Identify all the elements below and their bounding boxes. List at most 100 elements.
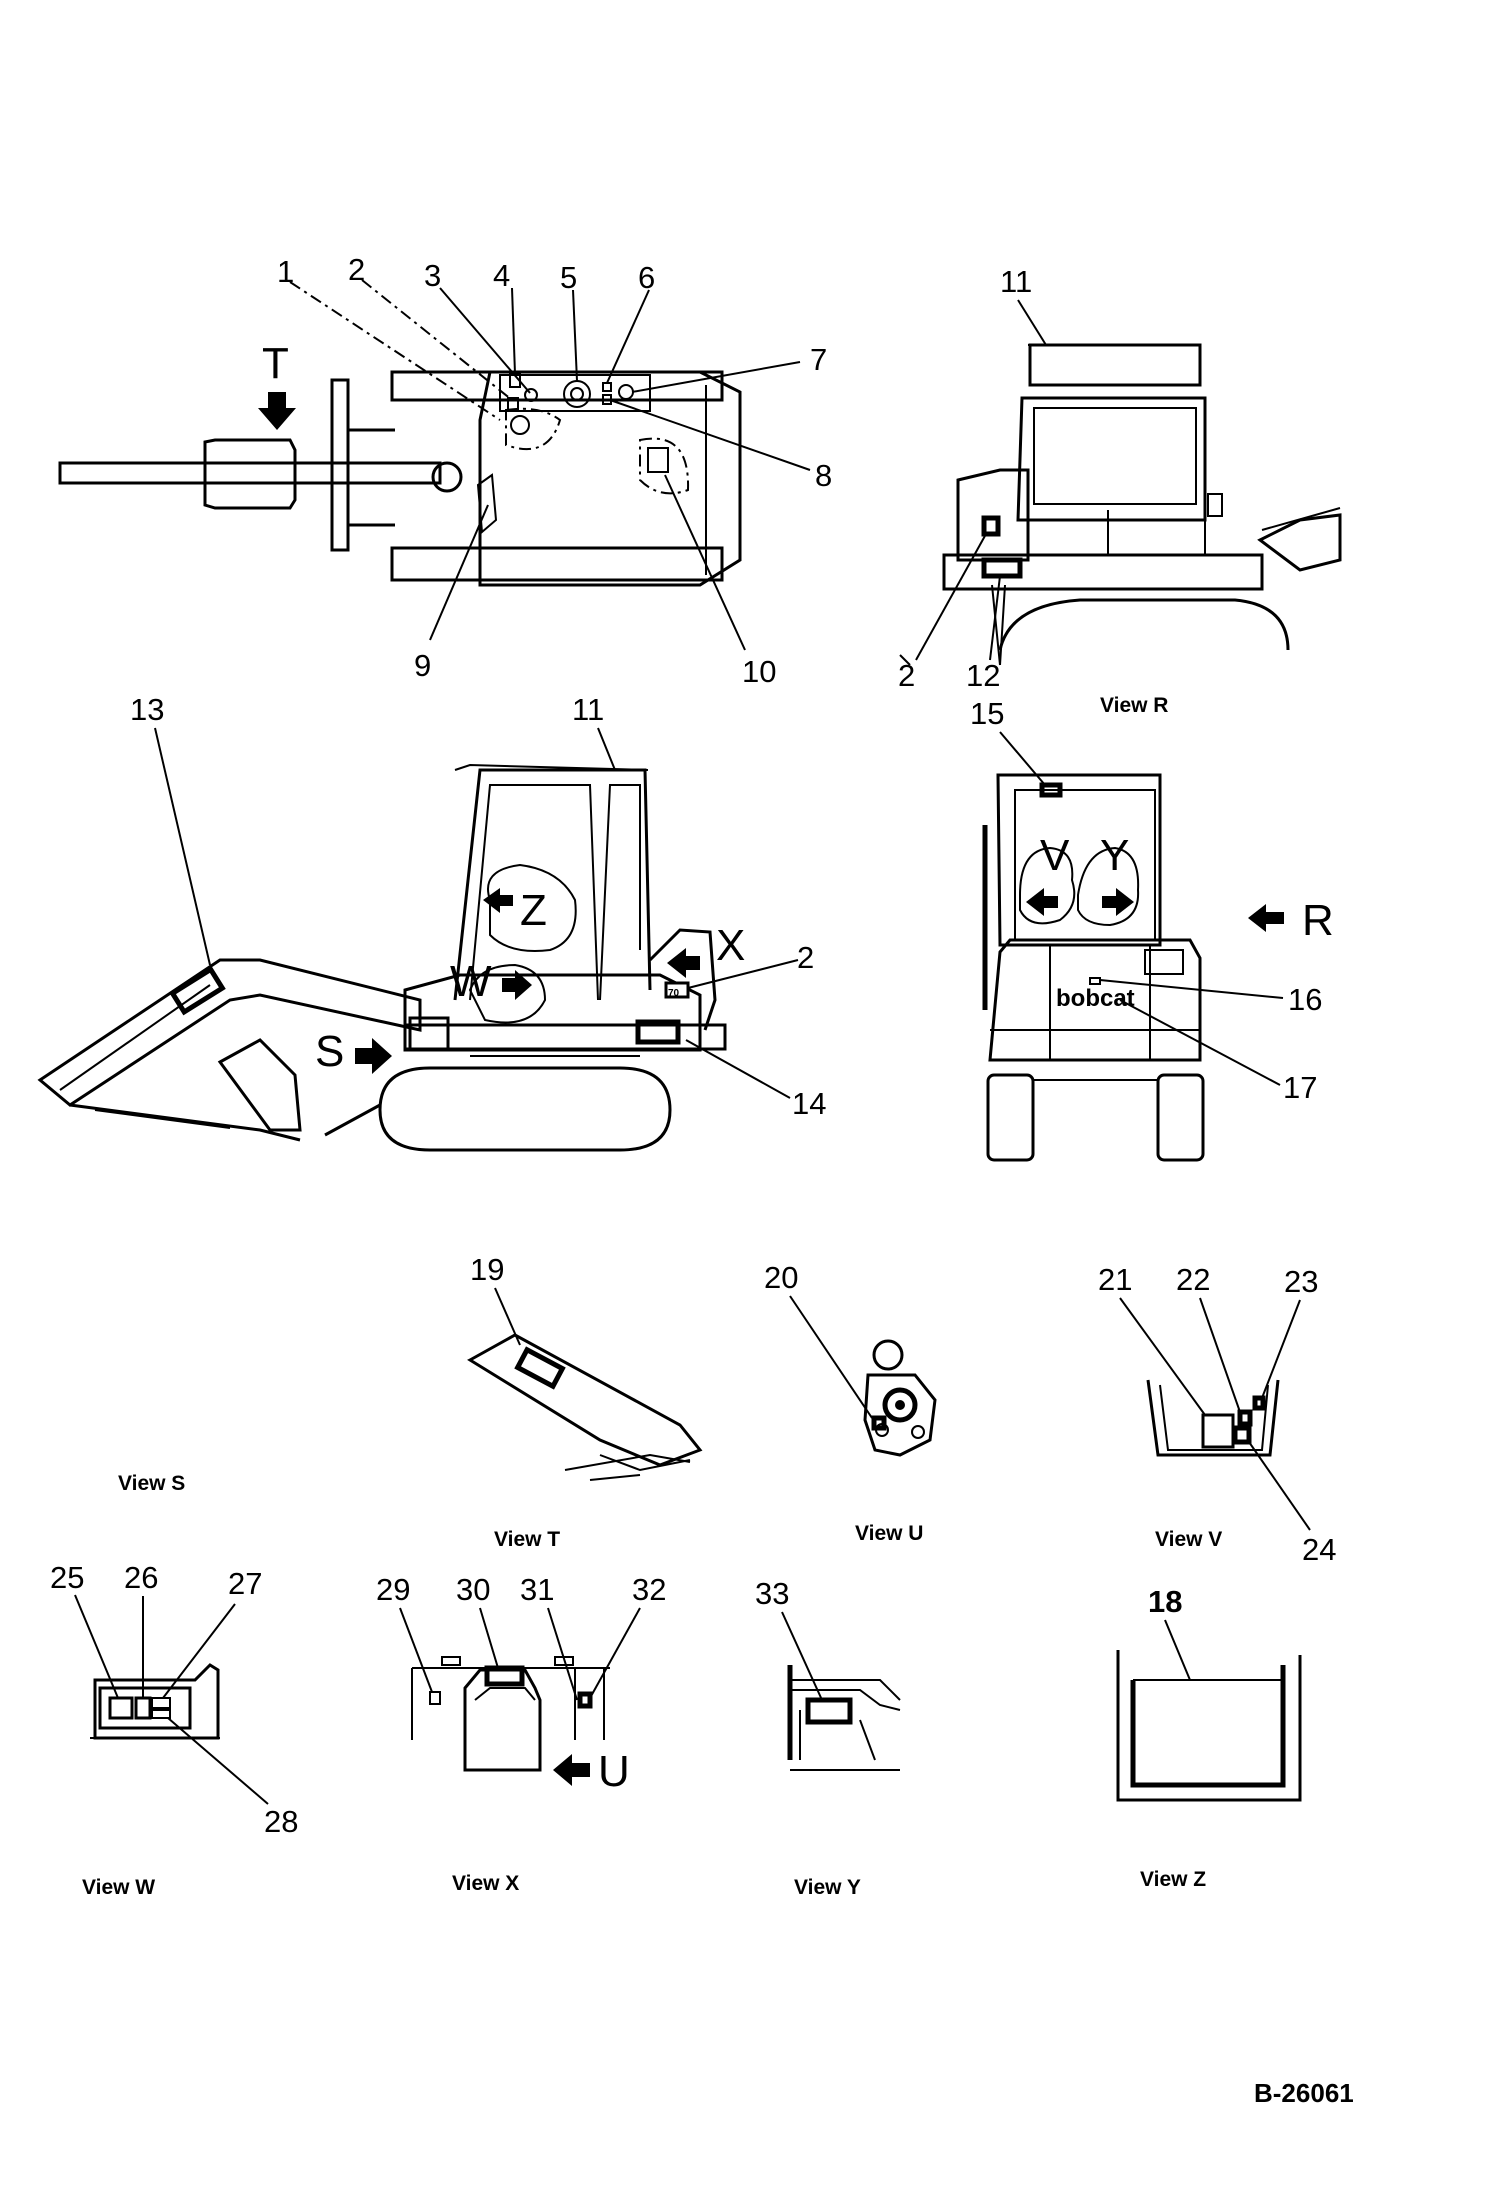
top-decal-6: [602, 382, 612, 392]
callout-11-side: 11: [572, 692, 604, 727]
view-s-arrow: [355, 1038, 392, 1074]
view-x-decal-32: [577, 1691, 593, 1709]
callout-17: 17: [1283, 1070, 1317, 1105]
callout-15: 15: [970, 696, 1004, 731]
side-decal-13: [169, 966, 226, 1016]
caption-view-w: View W: [82, 1876, 155, 1899]
view-t-drawing: 19 View T: [467, 1252, 703, 1551]
caption-view-y: View Y: [794, 1876, 861, 1899]
callout-11-r: 11: [1000, 264, 1032, 299]
top-track-upper: [390, 370, 724, 402]
rear-track-right: [1156, 1073, 1205, 1162]
callout-3: 3: [424, 258, 441, 293]
top-counterweight-panel: [499, 374, 651, 412]
callout-2: 2: [348, 252, 365, 287]
caption-view-z: View Z: [1140, 1868, 1206, 1891]
top-decal-3: [524, 388, 538, 402]
side-boom: [37, 958, 422, 1107]
caption-view-u: View U: [855, 1522, 923, 1545]
drawing-code: B-26061: [1254, 2078, 1354, 2108]
view-w-decal-27: [151, 1697, 171, 1709]
callout-13: 13: [130, 692, 164, 727]
rear-cab: [996, 773, 1162, 947]
top-blade: [330, 378, 350, 552]
side-decal-14: [635, 1019, 681, 1045]
top-decal-7: [618, 384, 634, 400]
callout-4: 4: [493, 258, 510, 293]
rear-decal-15: [1039, 782, 1063, 798]
bubble-y: [1077, 846, 1140, 927]
callout-14: 14: [792, 1086, 826, 1121]
top-view: T 1 2 3 4 5 6 7 8 9 10: [58, 252, 832, 689]
view-w-decal-28: [151, 1709, 171, 1719]
rear-decal-17-brand: bobcat: [1056, 985, 1135, 1012]
view-w-console: [93, 1663, 220, 1740]
caption-view-x: View X: [452, 1872, 519, 1895]
side-decal-2-text: 70: [668, 988, 680, 999]
top-decal-5: [563, 380, 591, 408]
callout-16: 16: [1288, 982, 1322, 1017]
callout-10: 10: [742, 654, 776, 689]
caption-view-r: View R: [1100, 694, 1168, 717]
callout-19: 19: [470, 1252, 504, 1287]
rear-view: V Y bobcat R 15 16 17: [970, 696, 1334, 1162]
caption-view-v: View V: [1155, 1528, 1222, 1551]
marker-s: S: [315, 1027, 344, 1076]
callout-2-side: 2: [797, 940, 814, 975]
callout-23: 23: [1284, 1264, 1318, 1299]
view-w-drawing: 25 26 27 28 View W: [50, 1560, 298, 1899]
view-z-arrow: [483, 888, 513, 913]
view-v-decal-21: [1201, 1413, 1235, 1449]
view-y-decal-33: [805, 1697, 853, 1725]
view-t-decal-19: [514, 1346, 566, 1390]
callout-22: 22: [1176, 1262, 1210, 1297]
rear-track-left: [986, 1073, 1035, 1162]
view-x-drawing: U 29 30 31 32 View X: [376, 1572, 666, 1895]
callout-20: 20: [764, 1260, 798, 1295]
callout-21: 21: [1098, 1262, 1132, 1297]
callout-27: 27: [228, 1566, 262, 1601]
marker-x: X: [716, 921, 745, 970]
view-u-decal-20: [871, 1415, 887, 1431]
view-v-bay: [1146, 1379, 1280, 1457]
top-decal-9: [476, 473, 498, 535]
rear-engine-hood: [988, 938, 1202, 1062]
marker-r: R: [1302, 896, 1334, 945]
callout-29: 29: [376, 1572, 410, 1607]
marker-u: U: [598, 1747, 630, 1796]
callout-25: 25: [50, 1560, 84, 1595]
callout-8: 8: [815, 458, 832, 493]
bubble-w: [468, 963, 547, 1024]
view-u-arrow: [553, 1754, 590, 1786]
view-x-arrow: [667, 948, 700, 978]
top-boom-pivot: [431, 461, 463, 493]
callout-31: 31: [520, 1572, 554, 1607]
bubble-z: [487, 863, 577, 952]
callout-33: 33: [755, 1576, 789, 1611]
view-r-drawing: 11 2 12 View R: [898, 264, 1342, 717]
callout-26: 26: [124, 1560, 158, 1595]
callout-9: 9: [414, 648, 431, 683]
view-u-engine: [863, 1373, 937, 1457]
top-boom-arm: [58, 461, 442, 485]
view-r-cab: [1016, 396, 1207, 522]
caption-view-s: View S: [118, 1472, 185, 1495]
view-v-arrow: [1026, 888, 1058, 916]
callout-5: 5: [560, 260, 577, 295]
marker-w: W: [450, 957, 492, 1006]
view-w-decal-25: [108, 1696, 134, 1720]
view-r-rear-box: [956, 468, 1030, 562]
marker-z: Z: [520, 886, 547, 935]
view-r-track: [998, 598, 1290, 651]
side-track: [378, 1066, 672, 1152]
view-v-decal-24: [1232, 1425, 1252, 1445]
callout-32: 32: [632, 1572, 666, 1607]
marker-y: Y: [1100, 831, 1129, 880]
view-z-drawing: 18 View Z: [1116, 1584, 1302, 1891]
caption-view-t: View T: [494, 1528, 560, 1551]
view-x-decal-30: [484, 1665, 525, 1687]
view-r-arrow: [1248, 904, 1284, 932]
view-r-boom-stub: [1257, 513, 1342, 572]
view-r-roof-decal: [1028, 343, 1202, 387]
